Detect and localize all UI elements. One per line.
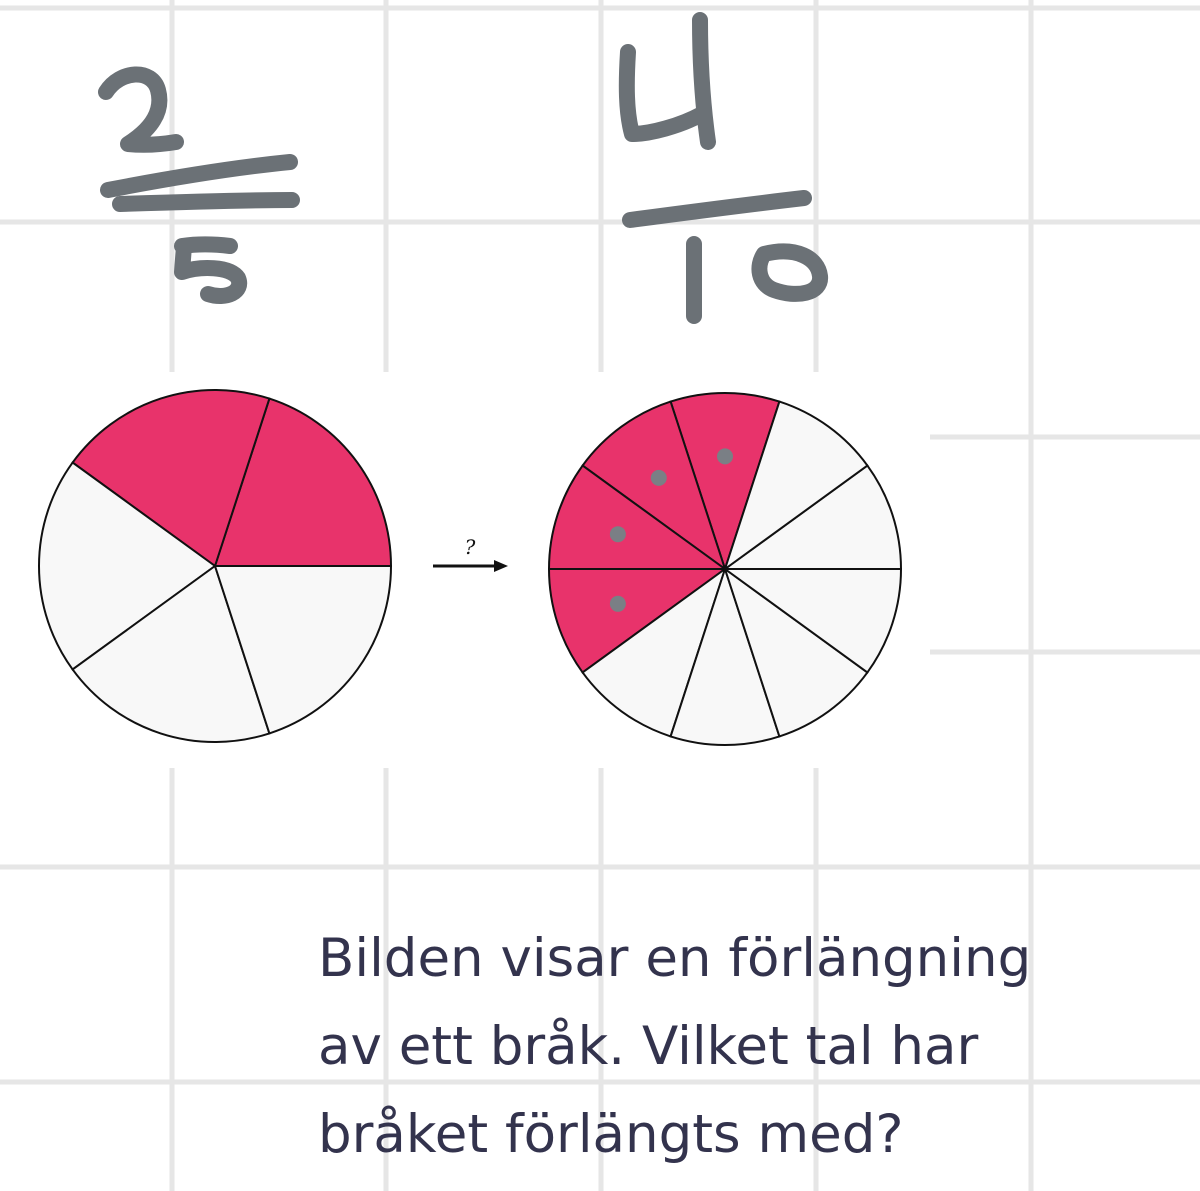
handwritten-fraction-bar xyxy=(112,192,300,212)
handwritten-fractions xyxy=(98,12,828,324)
pie5-empty-slice xyxy=(38,461,217,671)
arrow-label: ? xyxy=(465,535,476,559)
arrow-icon xyxy=(433,560,508,572)
pie5-shaded-slice xyxy=(71,389,271,568)
pie10-slice-dot xyxy=(650,469,667,486)
pie10-empty-slice xyxy=(721,568,903,674)
pie-ten-parts xyxy=(547,392,903,746)
pie10-empty-slice xyxy=(669,565,781,746)
fraction-circles-figure: ? xyxy=(0,372,930,768)
handwritten-digit-5 xyxy=(174,236,248,304)
pie5-empty-slice xyxy=(71,564,271,743)
question-text: Bilden visar en förlängning av ett bråk.… xyxy=(318,915,1178,1179)
pie10-slice-dot xyxy=(609,595,626,612)
handwritten-fraction-bar xyxy=(100,154,298,198)
pie10-shaded-slice xyxy=(547,464,729,570)
pie10-empty-slice xyxy=(723,400,869,572)
handwritten-fraction-bar xyxy=(622,190,812,228)
handwritten-fraction-4-10 xyxy=(618,12,828,324)
pie10-shaded-slice xyxy=(581,400,727,572)
pie-five-parts xyxy=(38,389,393,743)
handwritten-digit-0 xyxy=(751,243,828,302)
question-line-1: Bilden visar en förlängning xyxy=(318,928,1032,989)
pie5-empty-slice xyxy=(213,565,393,735)
handwritten-digit-2 xyxy=(98,66,184,153)
handwritten-digit-4 xyxy=(618,12,716,150)
pie10-empty-slice xyxy=(721,464,903,570)
pie10-shaded-slice xyxy=(547,568,729,674)
pie10-slice-dot xyxy=(717,448,733,465)
pie10-empty-slice xyxy=(723,566,869,738)
handwritten-fraction-2-5 xyxy=(98,66,300,304)
pie5-shaded-slice xyxy=(213,397,393,567)
pie10-slice-dot xyxy=(609,526,626,543)
pie10-shaded-slice xyxy=(669,392,781,573)
pie10-empty-slice xyxy=(581,566,727,738)
question-line-3: bråket förlängts med? xyxy=(318,1104,904,1165)
question-line-2: av ett bråk. Vilket tal har xyxy=(318,1016,979,1077)
